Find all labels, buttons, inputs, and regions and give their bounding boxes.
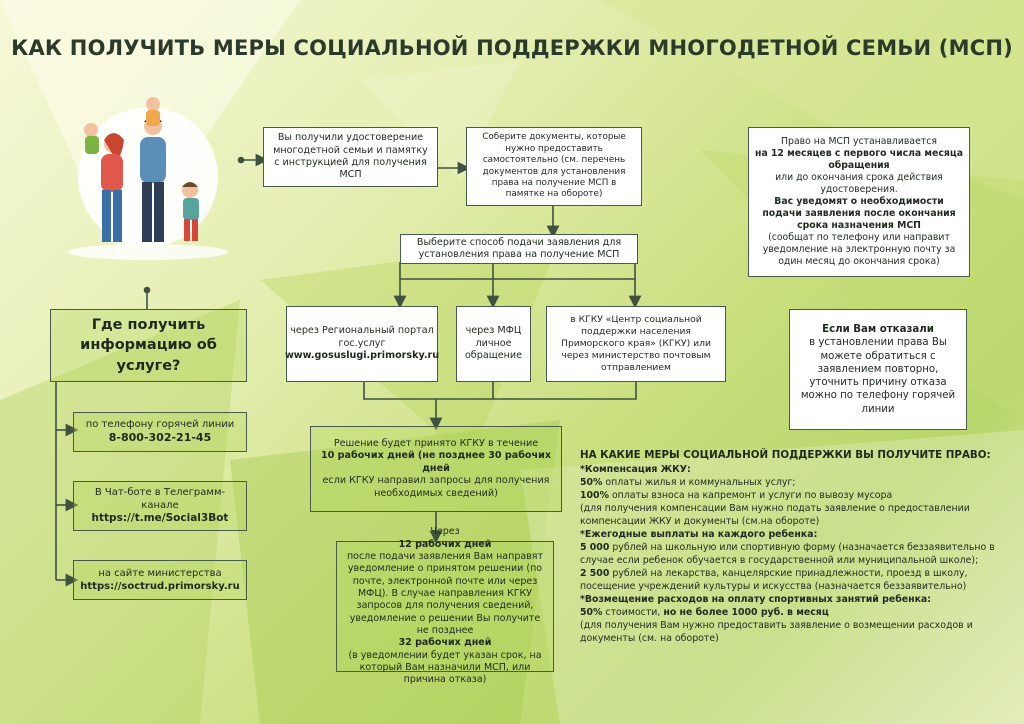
measure-annual-2500: 2 500 рублей на лекарства, канцелярские …	[580, 567, 968, 592]
support-measures-list: НА КАКИЕ МЕРЫ СОЦИАЛЬНОЙ ПОДДЕРЖКИ ВЫ ПО…	[580, 448, 1000, 646]
page-title: КАК ПОЛУЧИТЬ МЕРЫ СОЦИАЛЬНОЙ ПОДДЕРЖКИ М…	[11, 36, 1013, 60]
family-illustration	[68, 97, 228, 260]
refusal-box: Если Вам отказали в установлении права В…	[789, 309, 967, 430]
rights-duration-box: Право на МСП устанавливается на 12 месяц…	[748, 127, 970, 277]
method-portal: через Региональный портал гос.услуг www.…	[284, 306, 440, 382]
measure-sport-50: 50% стоимости, но не более 1000 руб. в м…	[580, 606, 829, 618]
decision-box: Решение будет принято КГКУ в течение 10 …	[310, 426, 562, 512]
info-chatbot-label: В Чат-боте в Телеграмм-канале	[94, 487, 226, 512]
duration-line-3: или до окончания срока действия удостове…	[775, 171, 943, 195]
decision-days: 10 рабочих дней	[320, 450, 415, 462]
info-phone-box: по телефону горячей линии 8-800-302-21-4…	[73, 412, 247, 452]
measure-annual-5000: 5 000 рублей на школьную или спортивную …	[580, 542, 995, 566]
decision-max-days: (не позднее 30 рабочих дней	[417, 450, 552, 474]
measure-housing-note: (для получения компенсации Вам нужно под…	[580, 503, 970, 528]
method-kgku-text: в КГКУ «Центр социальной поддержки насел…	[561, 314, 711, 373]
duration-line-2: на 12 месяцев с первого числа месяца обр…	[755, 147, 963, 171]
notify-text-c: после подачи заявления Вам направят увед…	[346, 550, 544, 637]
notify-text-a: Через	[430, 526, 460, 538]
info-site-box: на сайте министерства https://soctrud.pr…	[73, 560, 247, 600]
choose-method-text: Выберите способ подачи заявления для уст…	[416, 236, 622, 260]
info-chatbot-box: В Чат-боте в Телеграмм-канале https://t.…	[73, 481, 247, 531]
info-site-label: на сайте министерства	[98, 568, 222, 579]
measure-housing-100: 100% оплаты взноса на капремонт и услуги…	[580, 490, 893, 502]
duration-line-1: Право на МСП устанавливается	[781, 135, 937, 147]
decision-text-d: если КГКУ направил запросы для получения…	[322, 475, 550, 499]
choose-method-box: Выберите способ подачи заявления для уст…	[400, 234, 638, 264]
measure-sport-note: (для получения Вам нужно предоставить за…	[580, 619, 973, 644]
method-kgku: в КГКУ «Центр социальной поддержки насел…	[546, 306, 726, 382]
method-mfc-text: через МФЦ личное обращение	[464, 325, 523, 362]
notify-days: 12 рабочих дней	[398, 538, 492, 550]
info-chatbot-link[interactable]: https://t.me/Social3Bot	[91, 512, 229, 525]
measure-housing-50: 50% оплаты жилья и коммунальных услуг;	[580, 477, 796, 489]
support-measures-heading: НА КАКИЕ МЕРЫ СОЦИАЛЬНОЙ ПОДДЕРЖКИ ВЫ ПО…	[580, 449, 991, 461]
method-mfc: через МФЦ личное обращение	[456, 306, 531, 382]
refusal-text: в установлении права Вы можете обратитьс…	[800, 337, 956, 415]
notification-box: Через 12 рабочих дней после подачи заявл…	[336, 526, 554, 685]
method-portal-label: через Региональный портал гос.услуг	[290, 325, 434, 349]
info-question: Где получить информацию об услуге?	[80, 317, 217, 374]
step-certificate-received: Вы получили удостоверение многодетной се…	[263, 127, 438, 187]
method-portal-url: www.gosuslugi.primorsky.ru	[284, 350, 440, 362]
duration-line-4: Вас уведомят о необходимости подачи заяв…	[762, 195, 956, 232]
measure-housing-title: *Компенсация ЖКУ:	[580, 464, 691, 476]
info-phone-number[interactable]: 8-800-302-21-45	[108, 431, 212, 445]
duration-line-5: (сообщат по телефону или направит уведом…	[762, 232, 956, 268]
info-question-box: Где получить информацию об услуге?	[50, 309, 247, 382]
info-site-link[interactable]: https://soctrud.primorsky.ru	[80, 581, 240, 592]
step-certificate-text: Вы получили удостоверение многодетной се…	[273, 132, 428, 181]
notify-text-e: (в уведомлении будет указан срок, на кот…	[348, 649, 542, 686]
step-collect-documents: Соберите документы, которые нужно предос…	[466, 127, 642, 206]
notify-max-days: 32 рабочих дней	[398, 637, 492, 649]
decision-text-a: Решение будет принято КГКУ в течение	[333, 437, 539, 449]
measure-sport-title: *Возмещение расходов на оплату спортивны…	[580, 593, 932, 605]
refusal-heading: Если Вам отказали	[822, 324, 934, 336]
step-collect-text: Соберите документы, которые нужно предос…	[482, 132, 626, 200]
measure-annual-title: *Ежегодные выплаты на каждого ребенка:	[580, 529, 818, 541]
info-phone-label: по телефону горячей линии	[85, 419, 235, 431]
